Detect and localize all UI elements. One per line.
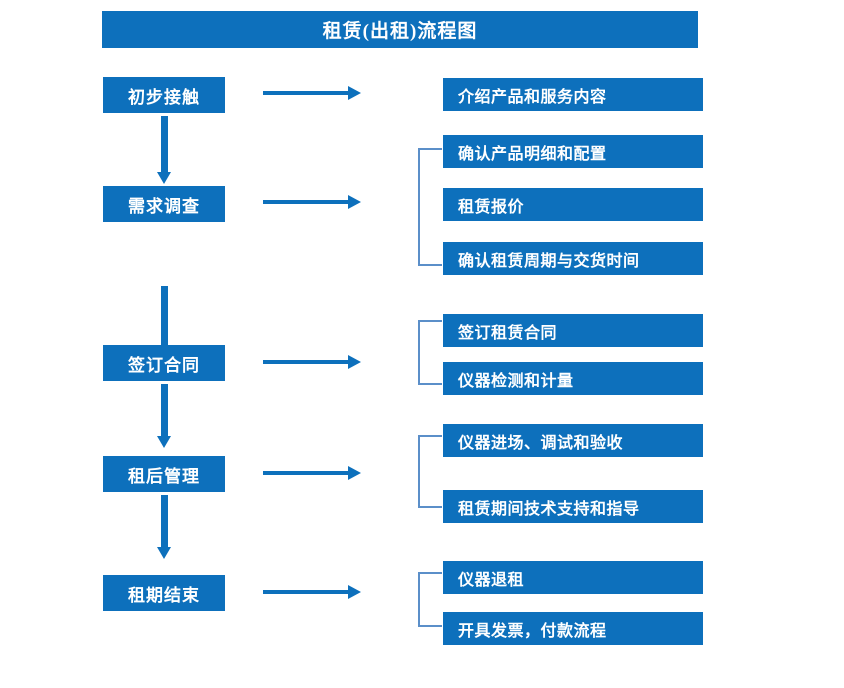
detail-box-1-1[interactable]: 介绍产品和服务内容: [443, 78, 703, 111]
vertical-arrow-1: [157, 116, 172, 184]
detail-box-3-2[interactable]: 仪器检测和计量: [443, 362, 703, 395]
arrow-head: [348, 466, 361, 480]
arrow-head: [157, 172, 171, 184]
arrow-shaft: [263, 590, 349, 594]
arrow-head: [348, 585, 361, 599]
arrow-shaft: [263, 200, 349, 204]
arrow-head: [348, 355, 361, 369]
horizontal-arrow-1: [263, 86, 361, 100]
detail-box-5-2[interactable]: 开具发票，付款流程: [443, 612, 703, 645]
arrow-shaft: [263, 471, 349, 475]
group-bracket-5: [418, 572, 442, 627]
detail-box-2-2[interactable]: 租赁报价: [443, 188, 703, 221]
horizontal-arrow-4: [263, 466, 361, 480]
detail-box-2-1[interactable]: 确认产品明细和配置: [443, 135, 703, 168]
stage-box-1[interactable]: 初步接触: [103, 77, 225, 113]
arrow-shaft: [263, 360, 349, 364]
vertical-arrow-3: [157, 384, 172, 448]
detail-box-3-1[interactable]: 签订租赁合同: [443, 314, 703, 347]
horizontal-arrow-2: [263, 195, 361, 209]
group-bracket-3: [418, 320, 442, 385]
arrow-shaft: [161, 286, 168, 346]
arrow-shaft: [263, 91, 349, 95]
arrow-shaft: [161, 116, 168, 172]
stage-box-3[interactable]: 签订合同: [103, 345, 225, 381]
vertical-arrow-4: [157, 495, 172, 559]
page-title: 租赁(出租)流程图: [102, 11, 698, 48]
group-bracket-4: [418, 435, 442, 508]
detail-box-5-1[interactable]: 仪器退租: [443, 561, 703, 594]
arrow-head: [348, 86, 361, 100]
arrow-head: [348, 195, 361, 209]
arrow-head: [157, 547, 171, 559]
detail-box-4-2[interactable]: 租赁期间技术支持和指导: [443, 490, 703, 523]
arrow-shaft: [161, 495, 168, 547]
arrow-head: [157, 436, 171, 448]
detail-box-4-1[interactable]: 仪器进场、调试和验收: [443, 424, 703, 457]
stage-box-4[interactable]: 租后管理: [103, 456, 225, 492]
group-bracket-2: [418, 148, 442, 266]
stage-box-2[interactable]: 需求调查: [103, 186, 225, 222]
stage-box-5[interactable]: 租期结束: [103, 575, 225, 611]
horizontal-arrow-5: [263, 585, 361, 599]
arrow-shaft: [161, 384, 168, 436]
detail-box-2-3[interactable]: 确认租赁周期与交货时间: [443, 242, 703, 275]
horizontal-arrow-3: [263, 355, 361, 369]
